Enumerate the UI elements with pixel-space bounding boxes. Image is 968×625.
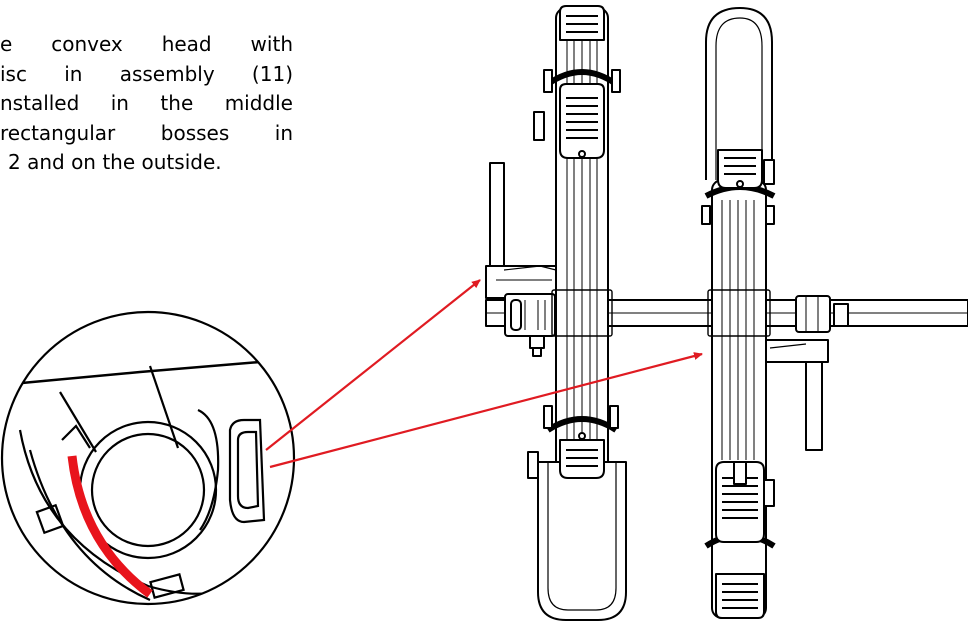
right-clamp-block	[795, 295, 849, 333]
pointer-arrows	[265, 279, 703, 469]
right-tray-bottom-ratchet	[715, 461, 765, 543]
right-tray-top-ratchet	[717, 149, 763, 189]
left-tray-bottom-ratchet	[559, 432, 605, 479]
right-tray-crossbar-clamp	[707, 289, 771, 337]
left-tray-top-ratchet	[559, 83, 605, 159]
left-tray-top-strap	[533, 69, 621, 141]
left-clamp-block	[504, 293, 556, 357]
instruction-text: e convex head with isc in assembly (11) …	[0, 30, 293, 178]
left-tray-bottom-strap	[527, 405, 619, 479]
right-upright-post	[759, 339, 829, 451]
instruction-line-1: e convex head with	[0, 32, 293, 56]
instruction-line-5: 2 and on the outside.	[8, 150, 222, 174]
left-tray-top-cap	[559, 5, 605, 41]
instruction-line-3: nstalled in the middle	[0, 91, 293, 115]
arrow-to-right-tray	[269, 352, 703, 469]
instruction-line-2: isc in assembly (11)	[0, 61, 293, 86]
highlight-arc	[67, 455, 153, 598]
arrow-to-left-post	[265, 279, 481, 451]
instruction-line-4: rectangular bosses in	[0, 120, 293, 145]
left-tray-crossbar-clamp	[551, 289, 613, 337]
detail-callout	[2, 360, 281, 602]
detail-callout-border	[0, 310, 296, 606]
left-upright-post	[485, 162, 557, 299]
right-tray-bottom-cap	[715, 573, 765, 619]
